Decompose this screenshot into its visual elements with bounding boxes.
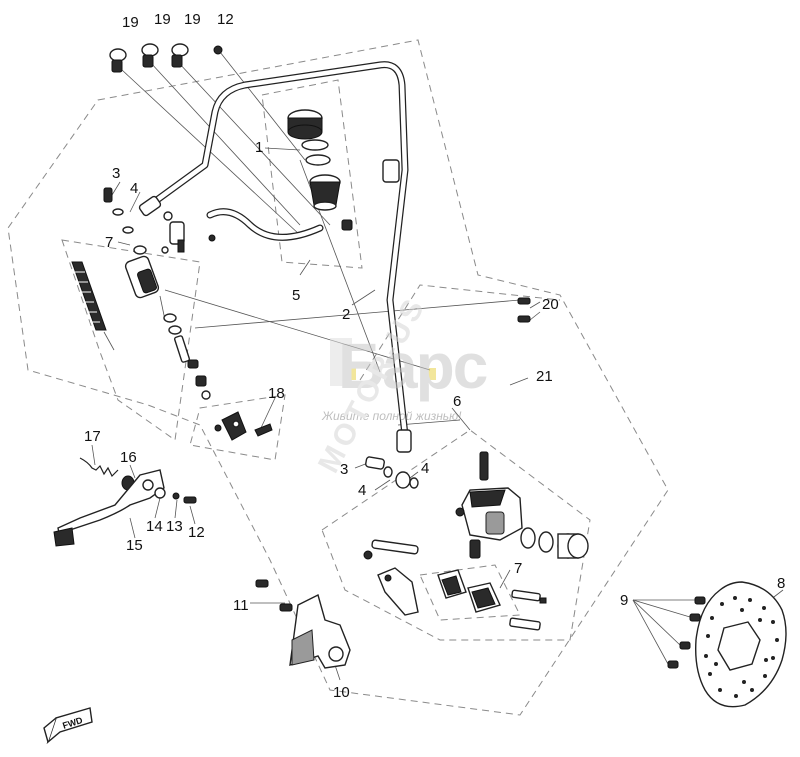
- group-outline-caliper: [321, 429, 591, 641]
- callout-3: 3: [340, 461, 348, 478]
- callout-7: 7: [514, 560, 522, 577]
- callout-4: 4: [421, 460, 429, 477]
- slide-bolt: [363, 539, 419, 560]
- callout-2: 2: [342, 306, 350, 323]
- callout-13: 13: [166, 518, 183, 535]
- group-outline-pads: [419, 564, 521, 621]
- caliper-pins: [509, 589, 547, 631]
- banjo-bolt-3-lower: [365, 456, 385, 470]
- clevis-pin-18: [214, 411, 273, 441]
- washer-14: [154, 487, 166, 499]
- callout-18: 18: [268, 385, 285, 402]
- washer-4-upper: [112, 208, 134, 234]
- callout-6: 6: [453, 393, 461, 410]
- banjo-bolt-group-19: [109, 43, 189, 73]
- bolts-20: [517, 297, 531, 323]
- callout-14: 14: [146, 518, 163, 535]
- callout-1: 1: [255, 139, 263, 156]
- callout-5: 5: [292, 287, 300, 304]
- bolt-3-upper: [103, 187, 113, 203]
- reservoir-1: [287, 109, 353, 231]
- group-outline-main: [7, 39, 669, 716]
- leader-lines: [91, 51, 784, 681]
- callout-20: 20: [542, 296, 559, 313]
- disc-holes: [704, 596, 779, 698]
- washer-13: [172, 492, 180, 500]
- brake-caliper: [455, 487, 523, 541]
- callout-7: 7: [105, 234, 113, 251]
- callout-12: 12: [217, 11, 234, 28]
- brake-pads-7: [437, 569, 501, 613]
- hose-fitting: [163, 211, 216, 253]
- bolt-12-lower: [183, 496, 197, 504]
- bleeder-6: [479, 451, 489, 481]
- group-outline-pedal-linkage: [61, 239, 201, 441]
- caliper-bracket: [377, 567, 419, 616]
- watermark-slogan: Живите полной жизнью!: [321, 409, 462, 423]
- callout-4: 4: [130, 180, 138, 197]
- callout-9: 9: [620, 592, 628, 609]
- screw-12-top: [213, 45, 223, 55]
- callout-10: 10: [333, 684, 350, 701]
- bolts-11: [255, 579, 293, 612]
- washers-4-lower: [383, 466, 419, 489]
- callout-19: 19: [122, 14, 139, 31]
- group-outline-hose-link: [359, 284, 561, 381]
- callout-8: 8: [777, 575, 785, 592]
- callout-21: 21: [536, 368, 553, 385]
- disc-bolts-9: [667, 596, 706, 669]
- brake-line-2: [138, 61, 412, 453]
- callout-19: 19: [154, 11, 171, 28]
- master-cylinder: [124, 245, 169, 299]
- push-rod-assembly: [163, 313, 211, 400]
- callout-17: 17: [84, 428, 101, 445]
- mounting-bracket-10: [289, 593, 351, 669]
- group-outline-master-cylinder: [261, 79, 363, 269]
- caliper-piston: [557, 533, 589, 559]
- brake-pedal-15: [53, 469, 165, 547]
- return-spring-17: [79, 457, 119, 478]
- callout-labels: 19 19 19 12 1 3 4 7 5 2 20 21 6 18 17 16…: [84, 11, 785, 701]
- master-cylinder-spring: [71, 261, 115, 351]
- callout-4: 4: [358, 482, 366, 499]
- callout-12: 12: [188, 524, 205, 541]
- callout-3: 3: [112, 165, 120, 182]
- callout-16: 16: [120, 449, 137, 466]
- reservoir-hose-5: [206, 208, 324, 241]
- watermark-brand: Барс: [338, 330, 487, 402]
- callout-11: 11: [233, 597, 249, 614]
- callout-15: 15: [126, 537, 143, 554]
- fwd-arrow-icon: FWD: [43, 707, 93, 745]
- brake-disc-8: [695, 581, 787, 708]
- caliper-seals: [520, 527, 554, 553]
- callout-19: 19: [184, 11, 201, 28]
- pad-spring: [469, 539, 481, 559]
